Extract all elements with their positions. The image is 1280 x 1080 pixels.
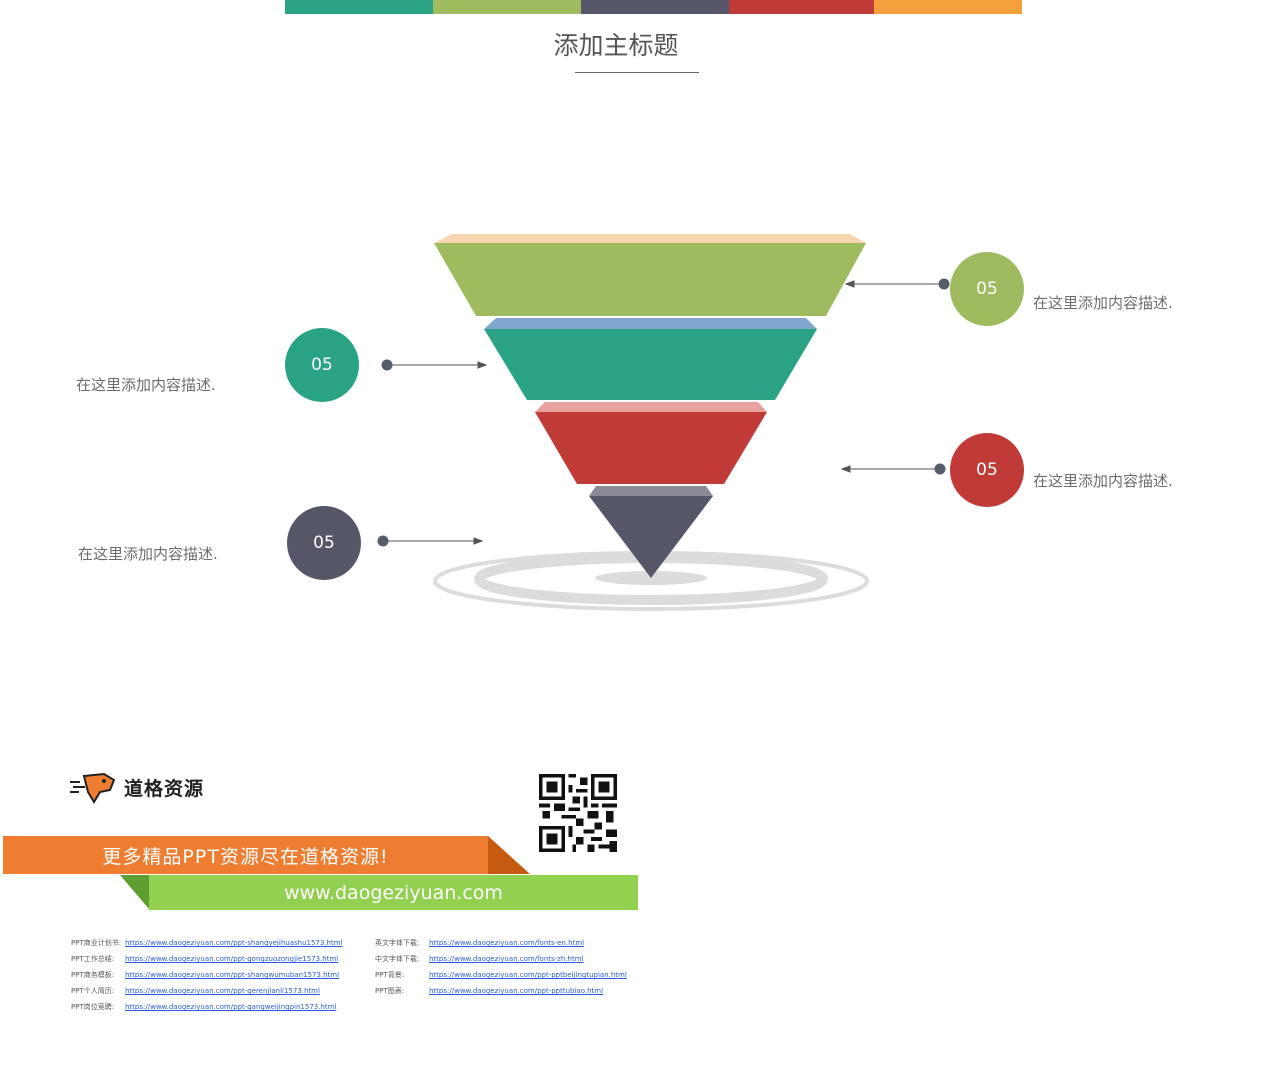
link-label: PPT商业计划书: <box>71 939 122 947</box>
brand-logo-text: 道格资源 <box>124 777 205 800</box>
callout-4-badge: 05 <box>287 506 361 580</box>
funnel-layer-1-top <box>434 234 866 243</box>
callout-1-number: 05 <box>976 279 998 299</box>
link-url[interactable]: https://www.daogeziyuan.com/ppt-shangyej… <box>125 939 343 947</box>
link-url[interactable]: https://www.daogeziyuan.com/ppt-gongzuoz… <box>125 955 339 963</box>
callout-4-text: 在这里添加内容描述. <box>78 545 218 563</box>
callout-2-badge: 05 <box>285 328 359 402</box>
top-bar-segment <box>729 0 874 14</box>
resource-link-row[interactable]: PPT岗位竞聘: https://www.daogeziyuan.com/ppt-… <box>71 999 343 1015</box>
fox-logo-icon <box>70 772 116 804</box>
callout-1-text: 在这里添加内容描述. <box>1033 294 1173 312</box>
link-label: PPT商务模板: <box>71 971 115 979</box>
connector-1 <box>844 278 950 290</box>
funnel-layer-3-top <box>535 402 767 412</box>
link-url[interactable]: https://www.daogeziyuan.com/fonts-zh.htm… <box>429 955 584 963</box>
resource-link-row[interactable]: PPT个人简历: https://www.daogeziyuan.com/ppt-… <box>71 983 343 999</box>
link-label: PPT岗位竞聘: <box>71 1003 115 1011</box>
banner-decoration <box>120 836 530 909</box>
link-url[interactable]: https://www.daogeziyuan.com/ppt-ppttubia… <box>429 987 604 995</box>
connector-3 <box>840 463 946 475</box>
callout-3-badge: 05 <box>950 433 1024 507</box>
link-label: 英文字体下载: <box>375 939 420 947</box>
title-underline <box>575 72 699 73</box>
resource-links-right: 英文字体下载: https://www.daogeziyuan.com/fonts… <box>375 935 627 999</box>
link-label: PPT工作总结: <box>71 955 115 963</box>
qr-code <box>539 774 617 852</box>
funnel-layer-3 <box>535 412 767 484</box>
link-label: PPT个人简历: <box>71 987 115 995</box>
resource-links-left: PPT商业计划书:https://www.daogeziyuan.com/ppt… <box>71 935 343 1015</box>
callout-3-text: 在这里添加内容描述. <box>1033 472 1173 490</box>
funnel-diagram <box>377 234 950 611</box>
top-bar-segment <box>285 0 433 14</box>
callout-4-number: 05 <box>313 533 335 553</box>
link-url[interactable]: https://www.daogeziyuan.com/ppt-shangwum… <box>125 971 340 979</box>
funnel-layer-4 <box>589 496 713 578</box>
funnel-layer-2-top <box>484 318 817 329</box>
callout-1-badge: 05 <box>950 252 1024 326</box>
callout-3-number: 05 <box>976 460 998 480</box>
top-color-bar <box>285 0 1022 14</box>
connector-4 <box>377 535 484 547</box>
resource-link-row[interactable]: PPT工作总结: https://www.daogeziyuan.com/ppt-… <box>71 951 343 967</box>
top-bar-segment <box>581 0 729 14</box>
connector-2 <box>381 359 488 371</box>
resource-link-row[interactable]: PPT背景: https://www.daogeziyuan.com/ppt-pp… <box>375 967 627 983</box>
link-label: PPT背景: <box>375 971 405 979</box>
banner-fold-orange <box>488 836 530 874</box>
top-bar-segment <box>874 0 1022 14</box>
resource-link-row[interactable]: 中文字体下载: https://www.daogeziyuan.com/fonts… <box>375 951 627 967</box>
resource-link-row[interactable]: PPT商业计划书:https://www.daogeziyuan.com/ppt… <box>71 935 343 951</box>
funnel-layer-4-top <box>589 486 713 496</box>
website-link[interactable]: www.daogeziyuan.com <box>149 875 638 910</box>
funnel-layer-2 <box>484 329 817 400</box>
resource-link-row[interactable]: 英文字体下载: https://www.daogeziyuan.com/fonts… <box>375 935 627 951</box>
funnel-layer-1 <box>434 243 866 316</box>
banner-fold-green <box>120 875 149 909</box>
page-title: 添加主标题 <box>553 31 679 60</box>
link-url[interactable]: https://www.daogeziyuan.com/ppt-gangweij… <box>125 1003 337 1011</box>
resource-link-row[interactable]: PPT图表: https://www.daogeziyuan.com/ppt-pp… <box>375 983 627 999</box>
callout-2-number: 05 <box>311 355 333 375</box>
link-url[interactable]: https://www.daogeziyuan.com/ppt-pptbeiji… <box>429 971 627 979</box>
callout-2-text: 在这里添加内容描述. <box>76 376 216 394</box>
promo-banner: 更多精品PPT资源尽在道格资源! <box>3 836 488 874</box>
brand-logo: 道格资源 <box>70 770 204 804</box>
link-label: PPT图表: <box>375 987 405 995</box>
link-url[interactable]: https://www.daogeziyuan.com/fonts-en.htm… <box>429 939 585 947</box>
top-bar-segment <box>433 0 581 14</box>
link-url[interactable]: https://www.daogeziyuan.com/ppt-gerenjia… <box>125 987 320 995</box>
link-label: 中文字体下载: <box>375 955 420 963</box>
resource-link-row[interactable]: PPT商务模板: https://www.daogeziyuan.com/ppt-… <box>71 967 343 983</box>
